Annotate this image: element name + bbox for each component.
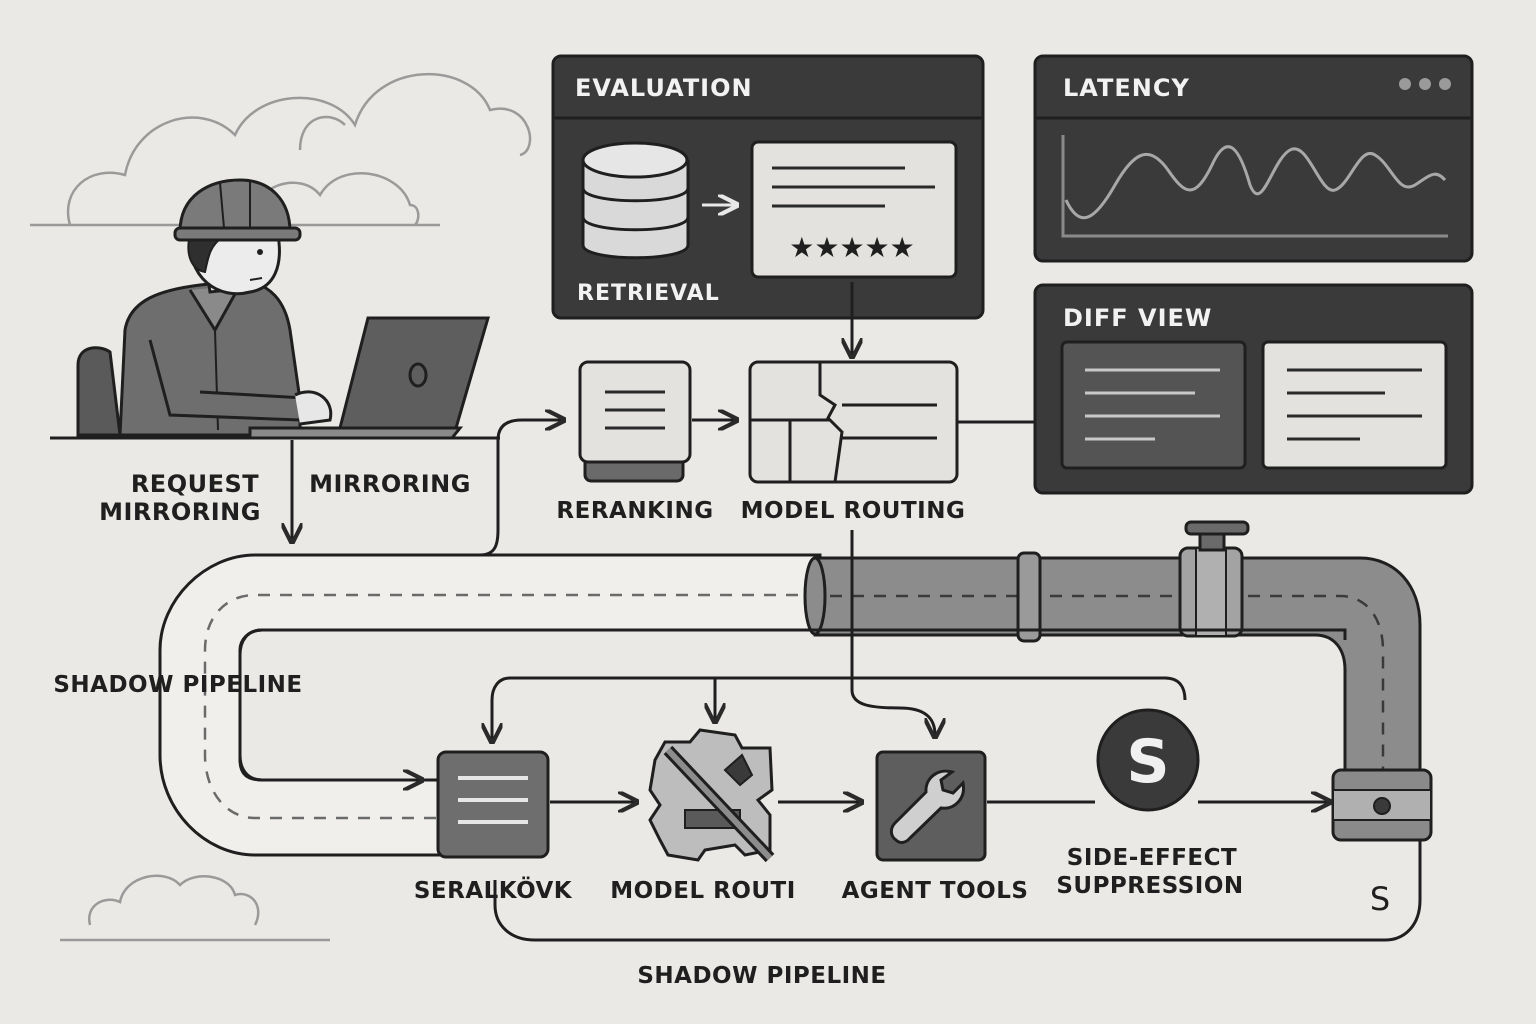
seralkovk-label: SERALKÖVK — [414, 876, 573, 904]
menu-dot-3[interactable] — [1439, 78, 1451, 90]
wrench-icon — [875, 750, 987, 862]
latency-title: LATENCY — [1063, 74, 1190, 102]
s-glyph: S — [1370, 880, 1390, 918]
latency-axes — [1061, 135, 1448, 238]
laptop-icon — [248, 316, 490, 440]
reranking-node — [578, 360, 692, 483]
gear-icon — [648, 728, 775, 863]
mirroring-label: MIRRORING — [309, 470, 471, 498]
suppression-symbol: S — [1126, 727, 1169, 797]
evaluation-panel: EVALUATION RETRIEVAL ★★★★★ — [551, 54, 985, 320]
agent-tools-label: AGENT TOOLS — [842, 878, 1029, 904]
latency-line — [1064, 145, 1447, 220]
diff-view-title: DIFF VIEW — [1063, 304, 1212, 332]
reranking-label: RERANKING — [556, 498, 713, 524]
rating-stars: ★★★★★ — [789, 231, 915, 264]
side-effect-label-2: SUPPRESSION — [1056, 873, 1243, 899]
suppression-node: S — [1096, 708, 1200, 812]
inner-loop-arrow — [238, 628, 835, 780]
diff-view-panel: DIFF VIEW — [1033, 283, 1474, 495]
arrow-to-agent-tools — [850, 530, 935, 735]
document-icon — [750, 140, 958, 279]
model-routing-label: MODEL ROUTING — [741, 498, 966, 524]
arrow-to-reranking — [479, 420, 562, 557]
request-mirroring-label-2: MIRRORING — [99, 498, 261, 526]
inner-loop-top — [835, 628, 1347, 640]
engineer-icon — [76, 178, 333, 437]
cloud-bottom — [60, 874, 330, 942]
database-icon — [581, 141, 690, 260]
model-routi-label: MODEL ROUTI — [610, 878, 796, 904]
shadow-pipeline-label-bottom: SHADOW PIPELINE — [637, 963, 886, 989]
menu-dot-1[interactable] — [1399, 78, 1411, 90]
retrieval-label: RETRIEVAL — [577, 281, 720, 306]
seralkovk-node — [436, 750, 550, 859]
latency-panel: LATENCY — [1033, 54, 1474, 263]
dark-pipe — [803, 520, 1433, 842]
feedback-arc — [492, 676, 1187, 740]
return-loop — [493, 840, 1422, 942]
shadow-pipeline-label-left: SHADOW PIPELINE — [53, 672, 302, 698]
request-mirroring-label-1: REQUEST — [131, 470, 259, 498]
side-effect-label-1: SIDE-EFFECT — [1067, 845, 1237, 871]
menu-dot-2[interactable] — [1419, 78, 1431, 90]
model-routing-node — [748, 360, 959, 484]
evaluation-title: EVALUATION — [575, 74, 753, 102]
